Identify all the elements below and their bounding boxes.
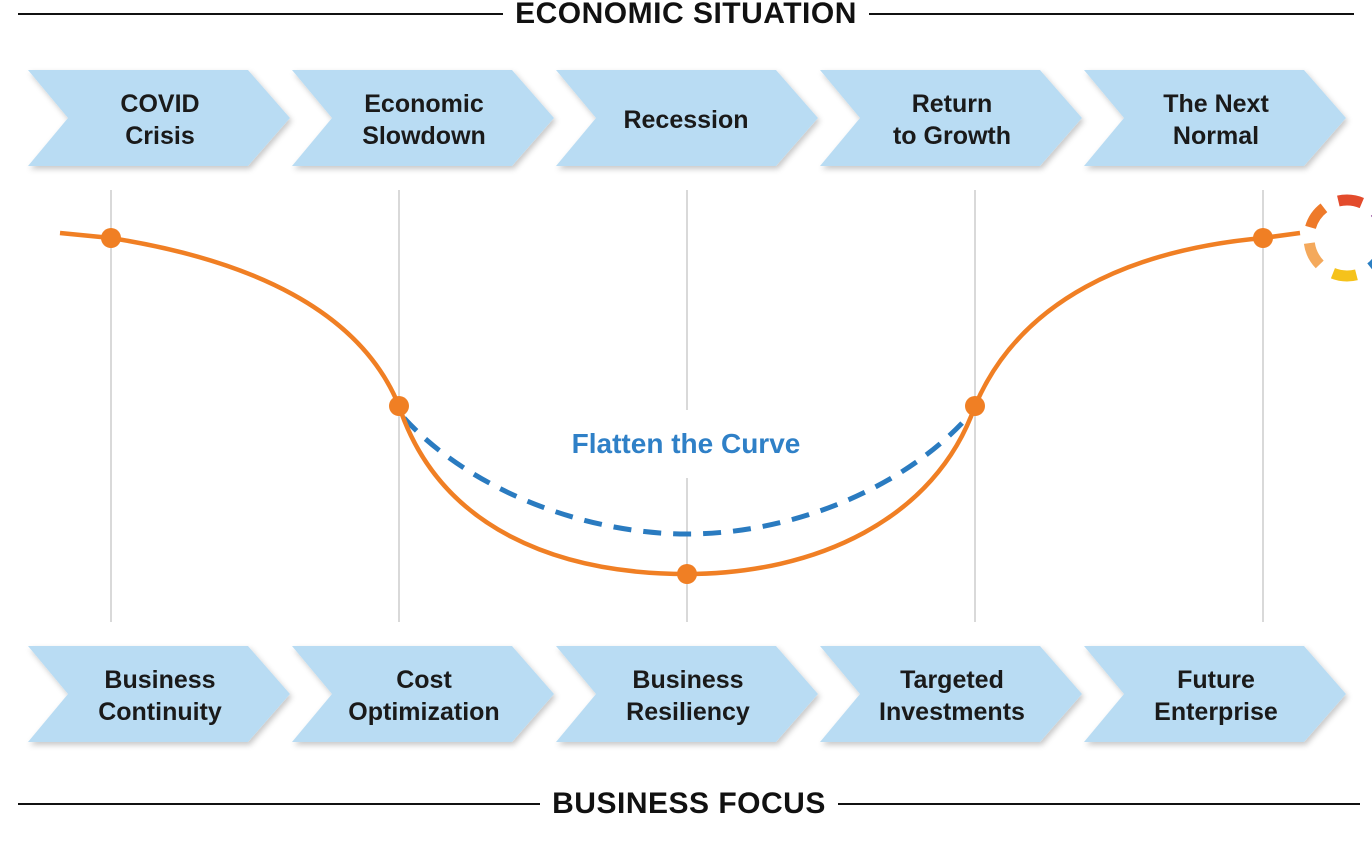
business-focus-chevrons: Business Continuity Cost Optimization Bu… xyxy=(28,646,1346,742)
chevron-label-line1: Recession xyxy=(623,106,748,134)
flatten-curve-dashed-line xyxy=(402,416,967,537)
chevron-cost-optimization: Cost Optimization xyxy=(292,646,554,742)
header-rule-left xyxy=(18,13,504,15)
business-focus-title: BUSINESS FOCUS xyxy=(552,787,826,820)
chevron-label-line2: Investments xyxy=(879,698,1025,726)
chevron-label-line1: Business xyxy=(632,666,743,694)
chevron-label-line1: Targeted xyxy=(900,666,1004,694)
chevron-label-line1: Economic xyxy=(364,90,484,118)
chevron-recession: Recession xyxy=(556,70,818,166)
chevron-the-next-normal: The Next Normal xyxy=(1084,70,1346,166)
segmented-ring-icon xyxy=(1303,194,1372,282)
curve-point xyxy=(965,396,985,416)
chevron-label-line2: Resiliency xyxy=(626,698,750,726)
curve-point xyxy=(1253,228,1273,248)
chevron-label-line2: Continuity xyxy=(98,698,222,726)
chevron-label-line2: Optimization xyxy=(348,698,499,726)
economic-situation-header: ECONOMIC SITUATION xyxy=(0,0,1372,32)
flatten-the-curve-label: Flatten the Curve xyxy=(572,428,801,459)
header-rule-right xyxy=(868,13,1354,15)
chevron-return-to-growth: Return to Growth xyxy=(820,70,1082,166)
chevron-label-line2: Enterprise xyxy=(1154,698,1278,726)
curve-points xyxy=(101,228,1273,584)
chevron-label-line1: Return xyxy=(912,90,993,118)
curve-point xyxy=(677,564,697,584)
footer-rule-right xyxy=(837,803,1360,805)
economic-stage-chevrons: COVID Crisis Economic Slowdown Recession… xyxy=(28,70,1346,166)
chevron-label-line1: COVID xyxy=(120,90,199,118)
chevron-label-line2: Slowdown xyxy=(362,122,486,150)
recovery-curve-line xyxy=(59,230,1301,577)
chevron-label-line2: to Growth xyxy=(893,122,1011,150)
footer-rule-left xyxy=(18,803,541,805)
curve-point xyxy=(101,228,121,248)
chevron-label-line2: Crisis xyxy=(125,122,194,150)
chevron-economic-slowdown: Economic Slowdown xyxy=(292,70,554,166)
chevron-label-line1: Business xyxy=(104,666,215,694)
chevron-label-line1: Future xyxy=(1177,666,1255,694)
chevron-label-line1: The Next xyxy=(1163,90,1269,118)
business-focus-footer: BUSINESS FOCUS xyxy=(0,784,1372,824)
chevron-future-enterprise: Future Enterprise xyxy=(1084,646,1346,742)
chevron-label-line1: Cost xyxy=(396,666,452,694)
economic-situation-title: ECONOMIC SITUATION xyxy=(515,0,857,30)
chevron-covid-crisis: COVID Crisis xyxy=(28,70,290,166)
guide-lines xyxy=(110,190,1264,622)
chevron-label-line2: Normal xyxy=(1173,122,1259,150)
chevron-business-resiliency: Business Resiliency xyxy=(556,646,818,742)
chevron-business-continuity: Business Continuity xyxy=(28,646,290,742)
curve-point xyxy=(389,396,409,416)
chevron-targeted-investments: Targeted Investments xyxy=(820,646,1082,742)
